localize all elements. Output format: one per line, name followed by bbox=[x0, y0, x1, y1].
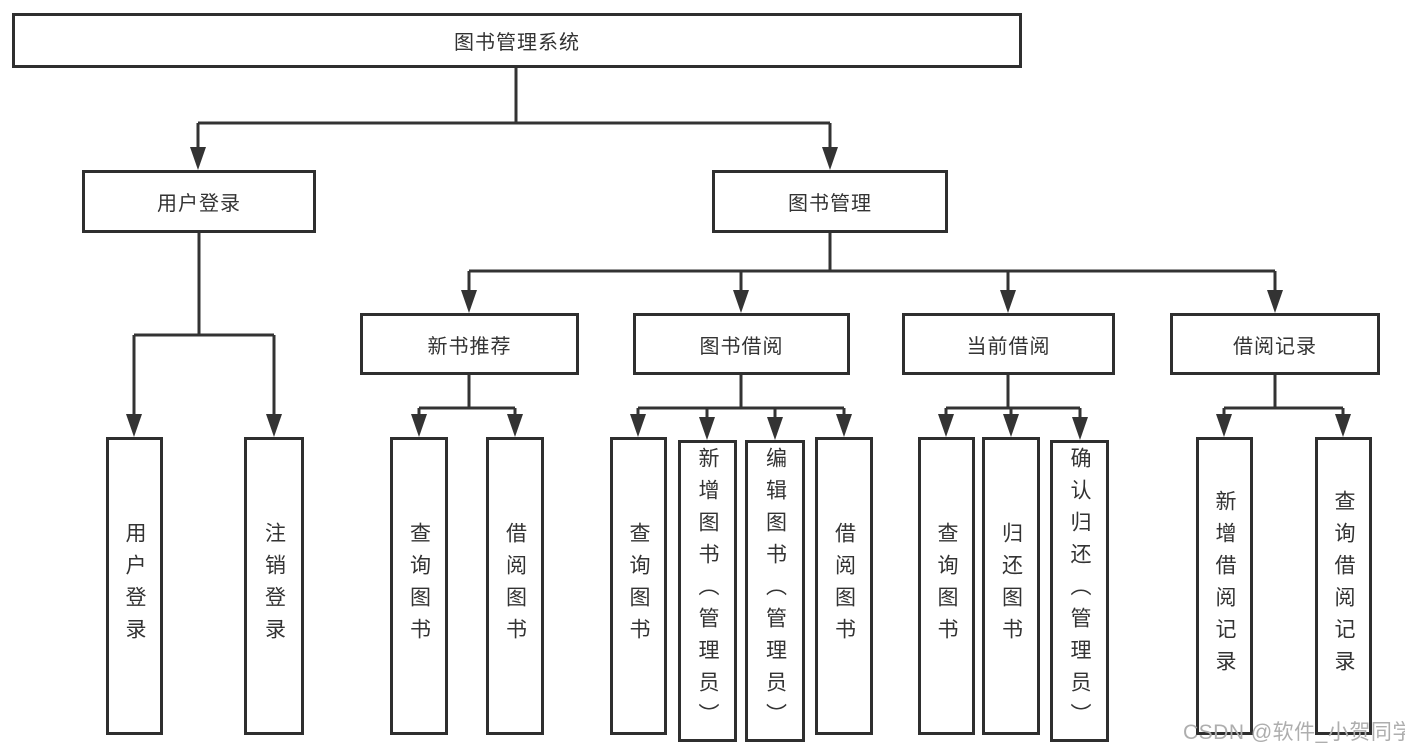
leaf-borrow-books-recommend: 借阅图书 bbox=[486, 437, 544, 735]
node-root-system: 图书管理系统 bbox=[12, 13, 1022, 68]
leaf-query-books-borrow: 查询图书 bbox=[610, 437, 667, 735]
node-new-book-recommend: 新书推荐 bbox=[360, 313, 579, 375]
node-borrow-record: 借阅记录 bbox=[1170, 313, 1380, 375]
csdn-watermark: CSDN @软件_小贺同学 bbox=[1183, 721, 1405, 744]
node-current-borrow: 当前借阅 bbox=[902, 313, 1115, 375]
node-book-management: 图书管理 bbox=[712, 170, 948, 233]
leaf-return-book: 归还图书 bbox=[982, 437, 1040, 735]
leaf-confirm-return-admin: 确认归还（管理员） bbox=[1050, 440, 1109, 742]
leaf-query-books-current: 查询图书 bbox=[918, 437, 975, 735]
leaf-query-borrow-record: 查询借阅记录 bbox=[1315, 437, 1372, 735]
node-book-borrow: 图书借阅 bbox=[633, 313, 850, 375]
leaf-logout: 注销登录 bbox=[244, 437, 304, 735]
leaf-edit-book-admin: 编辑图书（管理员） bbox=[745, 440, 805, 742]
arrowheads bbox=[126, 147, 1351, 440]
node-user-login: 用户登录 bbox=[82, 170, 316, 233]
leaf-query-books-recommend: 查询图书 bbox=[390, 437, 448, 735]
leaf-add-borrow-record: 新增借阅记录 bbox=[1196, 437, 1253, 735]
leaf-add-book-admin: 新增图书（管理员） bbox=[678, 440, 737, 742]
leaf-borrow-books: 借阅图书 bbox=[815, 437, 873, 735]
leaf-user-login: 用户登录 bbox=[106, 437, 163, 735]
